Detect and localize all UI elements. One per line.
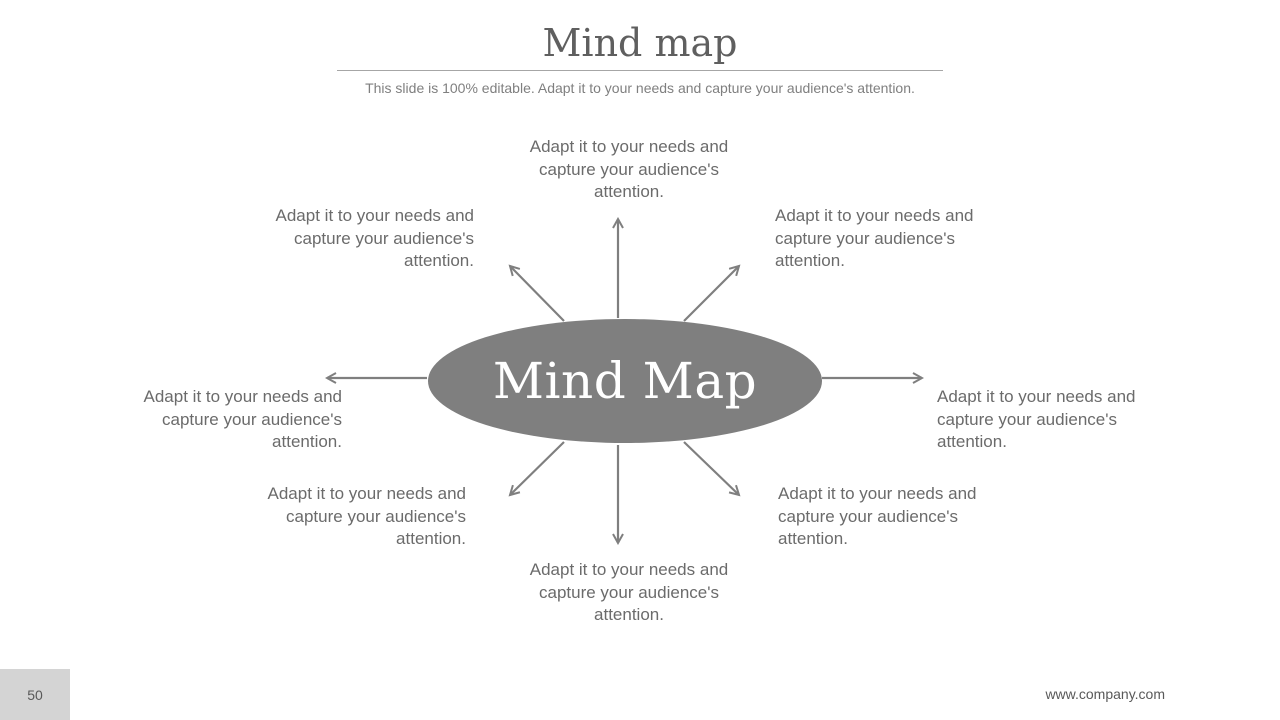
arrow-top-right [683,266,739,322]
node-top: Adapt it to your needs and capture your … [529,137,729,201]
arrow-bottom-right [683,441,739,495]
node-bottom: Adapt it to your needs and capture your … [529,560,729,624]
page-number: 50 [27,686,43,703]
footer-url: www.company.com [1045,686,1165,702]
slide-subtitle: This slide is 100% editable. Adapt it to… [365,80,915,96]
node-left: Adapt it to your needs and capture your … [143,387,342,451]
arrow-bottom-left [510,441,565,495]
node-bottom-left: Adapt it to your needs and capture your … [267,484,466,548]
slide-title: Mind map [542,21,738,65]
node-right: Adapt it to your needs and capture your … [937,387,1136,451]
title-divider [337,70,943,71]
node-bottom-right: Adapt it to your needs and capture your … [778,484,977,548]
page-number-box: 50 [0,669,70,720]
arrow-top-left [510,266,565,322]
node-top-left: Adapt it to your needs and capture your … [275,206,474,270]
node-top-right: Adapt it to your needs and capture your … [775,206,974,270]
center-ellipse [428,319,822,443]
center-topic: Mind Map [492,352,758,410]
